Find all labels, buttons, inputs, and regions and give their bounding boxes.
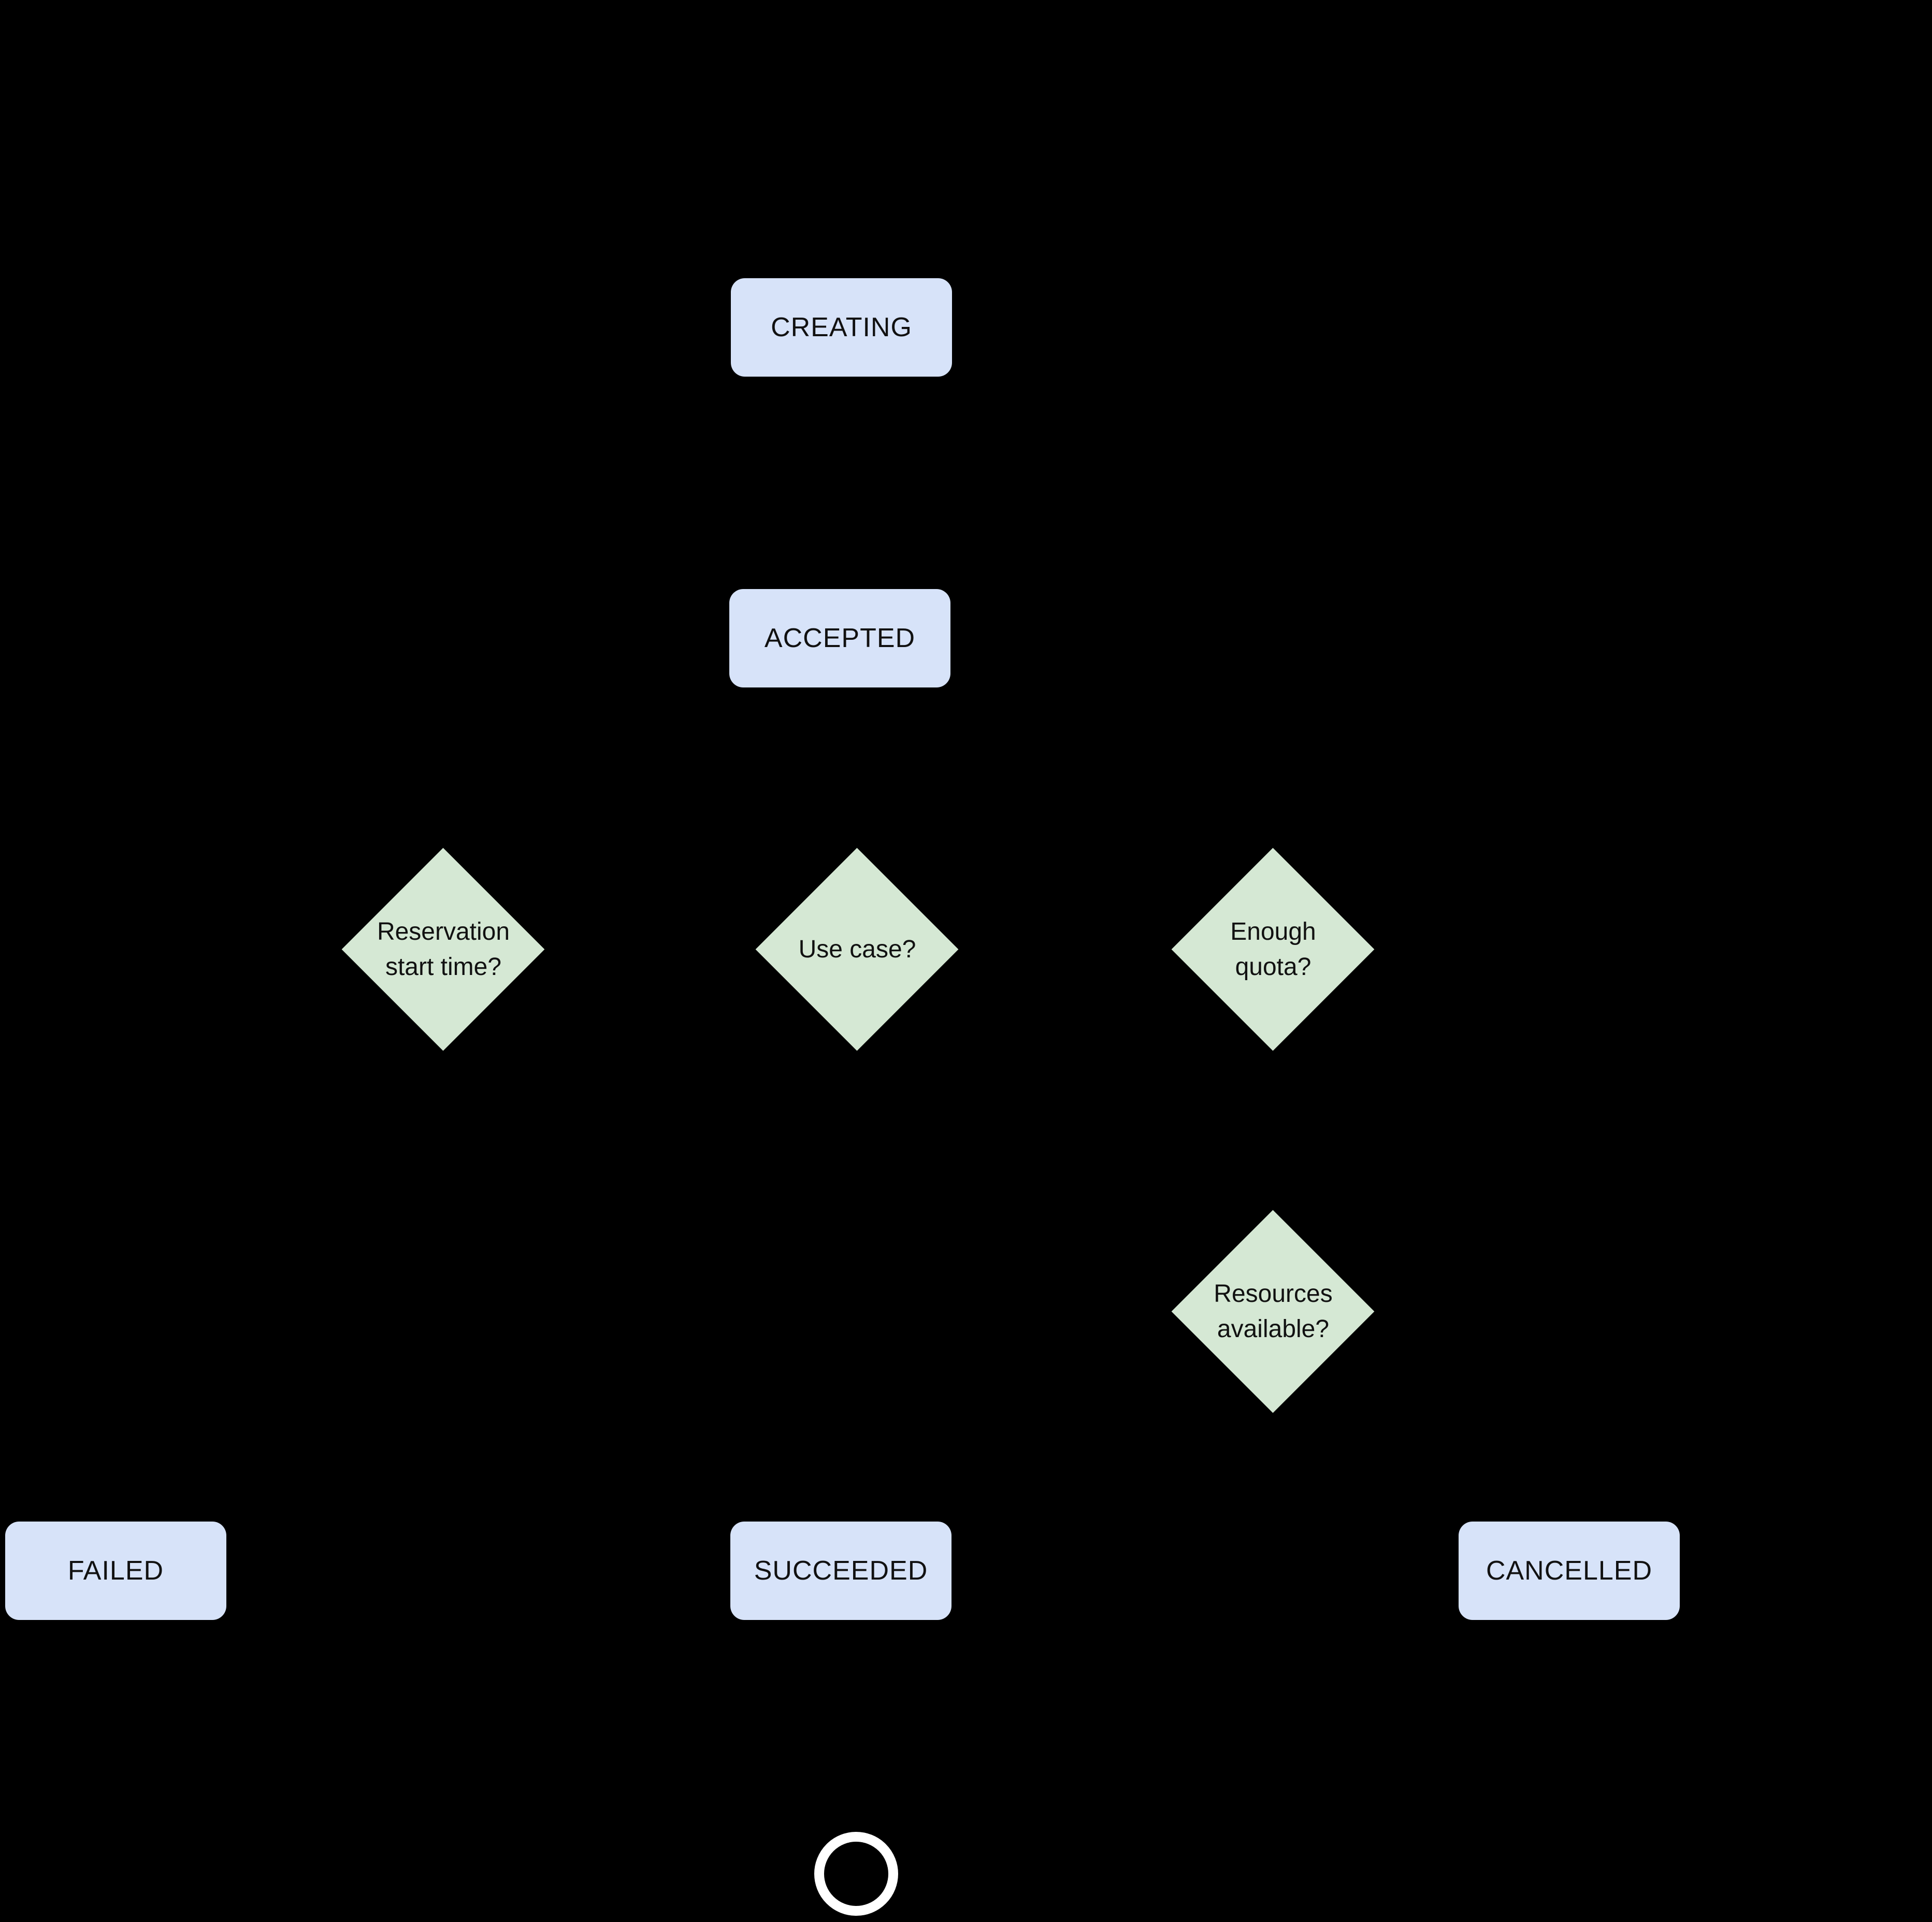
decision-line: Use case? bbox=[798, 935, 916, 963]
decision-line: Reservation bbox=[377, 917, 510, 945]
decision-line: available? bbox=[1217, 1315, 1330, 1343]
decision-label-use-case: Use case? bbox=[738, 878, 976, 1021]
state-node-cancelled: CANCELLED bbox=[1459, 1522, 1680, 1620]
decision-label-resources-available: Resources available? bbox=[1154, 1240, 1392, 1383]
state-node-succeeded: SUCCEEDED bbox=[730, 1522, 951, 1620]
state-node-accepted: ACCEPTED bbox=[729, 589, 950, 687]
decision-label-reservation-start-time: Reservation start time? bbox=[324, 878, 563, 1021]
decision-line: Enough bbox=[1230, 917, 1316, 945]
decision-line: start time? bbox=[385, 953, 502, 981]
decision-label-enough-quota: Enough quota? bbox=[1154, 878, 1392, 1021]
decision-line: Resources bbox=[1214, 1280, 1333, 1308]
state-node-creating: CREATING bbox=[731, 278, 952, 377]
terminal-end-ring-icon bbox=[814, 1832, 898, 1916]
decision-line: quota? bbox=[1235, 953, 1311, 981]
state-node-failed: FAILED bbox=[5, 1522, 226, 1620]
